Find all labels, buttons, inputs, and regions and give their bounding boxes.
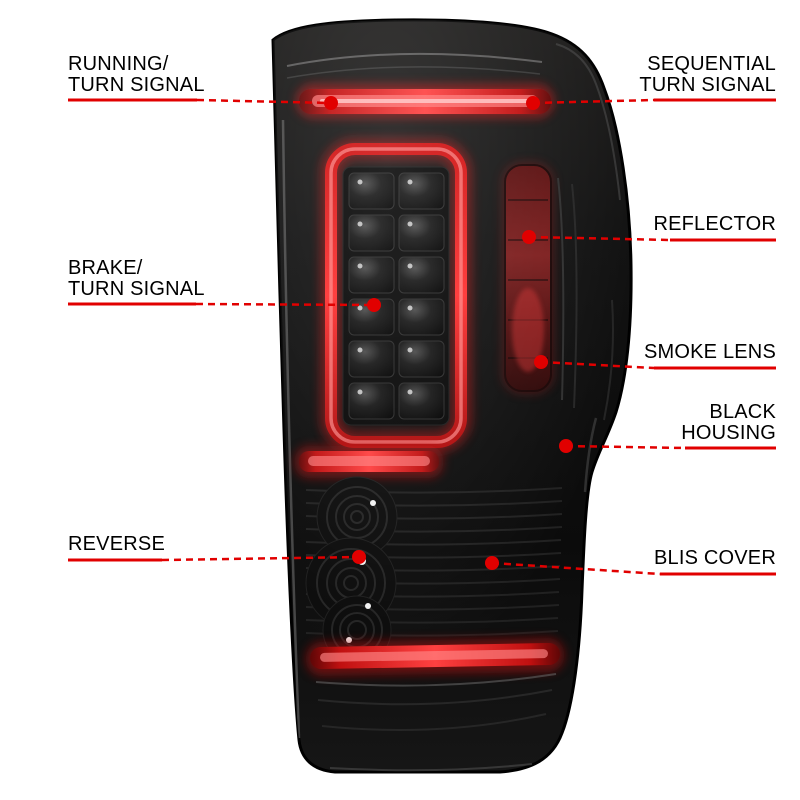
callout-label-black-housing: BLACK HOUSING <box>681 401 776 444</box>
callout-label-brake-turn-signal: BRAKE/ TURN SIGNAL <box>68 257 205 300</box>
callout-leader-lines <box>161 98 686 576</box>
callout-label-running-turn-signal: RUNNING/ TURN SIGNAL <box>68 53 205 96</box>
callout-label-blis-cover: BLIS COVER <box>653 547 776 569</box>
callout-label-smoke-lens: SMOKE LENS <box>643 341 776 363</box>
callout-underlines <box>68 98 776 576</box>
callout-label-reverse: REVERSE <box>68 533 165 555</box>
callout-dots <box>324 96 573 570</box>
callout-label-sequential-turn-signal: SEQUENTIAL TURN SIGNAL <box>639 53 776 96</box>
callout-label-reflector: REFLECTOR <box>653 213 776 235</box>
